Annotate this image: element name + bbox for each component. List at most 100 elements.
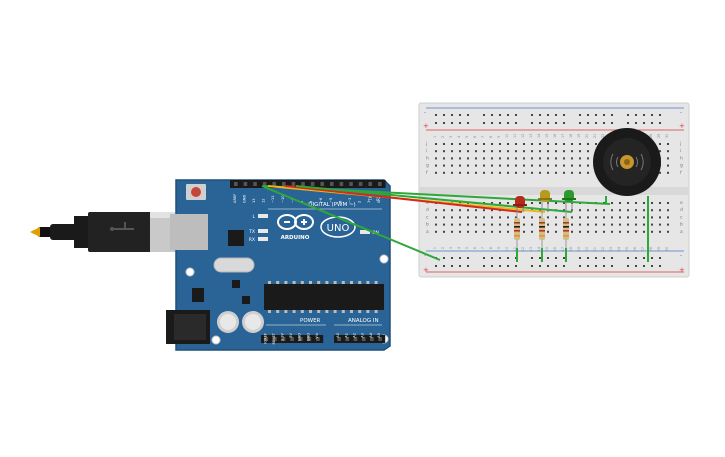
bb-hole [443, 223, 445, 226]
bb-col-label: 14 [537, 134, 541, 138]
bb-hole [491, 209, 493, 212]
bb-hole [587, 171, 589, 174]
analog-header-label: ANALOG IN [348, 318, 379, 324]
bb-rail-hole [435, 265, 437, 267]
bb-hole [507, 150, 509, 153]
bb-hole [571, 157, 573, 160]
bb-rail-hole [539, 122, 541, 124]
bb-hole [555, 202, 557, 204]
pin-label: AREF [233, 194, 237, 203]
bb-hole [499, 150, 501, 153]
bb-hole [531, 216, 533, 219]
bb-rail-hole [587, 265, 589, 267]
bb-row-label: a [426, 230, 429, 235]
chip-pin [350, 310, 353, 313]
bb-hole [667, 157, 669, 160]
bb-rail-hole [443, 257, 445, 259]
bb-rail-hole [555, 265, 557, 267]
bb-hole [515, 143, 517, 145]
bb-col-label: 20 [585, 247, 589, 251]
bb-col-label: 16 [553, 134, 557, 138]
chip-pin [309, 310, 312, 313]
bb-rail-hole [467, 114, 469, 116]
bb-hole [443, 164, 445, 167]
bb-row-label: i [426, 148, 427, 154]
bb-col-label: 6 [473, 247, 477, 249]
bb-col-label: 10 [505, 134, 509, 138]
bb-hole [459, 157, 461, 160]
bb-hole [451, 171, 453, 174]
bb-hole [459, 230, 461, 233]
bb-col-label: 4 [457, 136, 461, 138]
bb-hole [483, 157, 485, 160]
bb-rail-hole [587, 114, 589, 116]
header-socket [253, 182, 257, 186]
bb-hole [635, 202, 637, 204]
bb-hole [571, 223, 573, 226]
chip-pin [268, 310, 271, 313]
led-rx-label: RX [249, 237, 255, 243]
bb-hole [459, 164, 461, 167]
bb-col-label: 5 [465, 136, 469, 138]
bb-rail-hole [491, 257, 493, 259]
bb-hole [595, 209, 597, 212]
header-socket [301, 182, 305, 186]
bb-col-label: 1 [433, 247, 437, 249]
bb-hole [667, 230, 669, 233]
bb-col-label: 18 [569, 134, 573, 138]
bb-rail-hole [595, 257, 597, 259]
reset-button[interactable] [186, 184, 206, 200]
bb-row-label: h [680, 155, 683, 161]
bb-rail-hole [611, 265, 613, 267]
bb-row-label: c [680, 215, 683, 220]
bb-hole [587, 157, 589, 160]
bb-hole [563, 143, 565, 145]
bb-hole [659, 216, 661, 219]
bb-rail-hole [659, 257, 661, 259]
bb-hole [451, 230, 453, 233]
bb-hole [571, 150, 573, 153]
bb-hole [459, 150, 461, 153]
bb-rail-hole [451, 122, 453, 124]
bb-hole [515, 171, 517, 174]
bb-hole [451, 223, 453, 226]
bb-hole [515, 164, 517, 167]
bb-hole [667, 223, 669, 226]
bb-hole [667, 164, 669, 167]
bb-col-label: 20 [585, 134, 589, 138]
bb-col-label: 5 [465, 247, 469, 249]
bb-hole [651, 202, 653, 204]
pin-label: A5 [377, 333, 381, 338]
bb-hole [667, 171, 669, 174]
bb-hole [451, 157, 453, 160]
bb-hole [539, 150, 541, 153]
chip-pin [292, 310, 296, 313]
bb-hole [563, 164, 565, 167]
piezo-buzzer-icon [593, 128, 661, 196]
pin-label: ~9 [290, 197, 294, 203]
bb-col-label: 13 [529, 247, 533, 251]
bb-hole [651, 230, 653, 233]
bb-rail-hole [467, 265, 469, 267]
bb-hole [459, 223, 461, 226]
bb-rail-hole [659, 114, 661, 116]
header-socket [234, 182, 238, 186]
chip-pin [276, 281, 280, 284]
bb-hole [611, 223, 613, 226]
bb-col-label: 29 [657, 134, 661, 138]
bb-rail-hole [627, 265, 629, 267]
bb-hole [491, 171, 493, 174]
bb-rail-hole [499, 265, 501, 267]
bb-rail-hole [459, 257, 461, 259]
chip-pin [341, 310, 345, 313]
bb-hole [499, 157, 501, 160]
bb-hole [467, 216, 469, 219]
bb-hole [619, 209, 621, 212]
pin-label: ~6 [319, 197, 323, 203]
header-strip [230, 180, 386, 188]
bb-rail-hole [491, 122, 493, 124]
bb-hole [635, 209, 637, 212]
bb-hole [475, 164, 477, 167]
